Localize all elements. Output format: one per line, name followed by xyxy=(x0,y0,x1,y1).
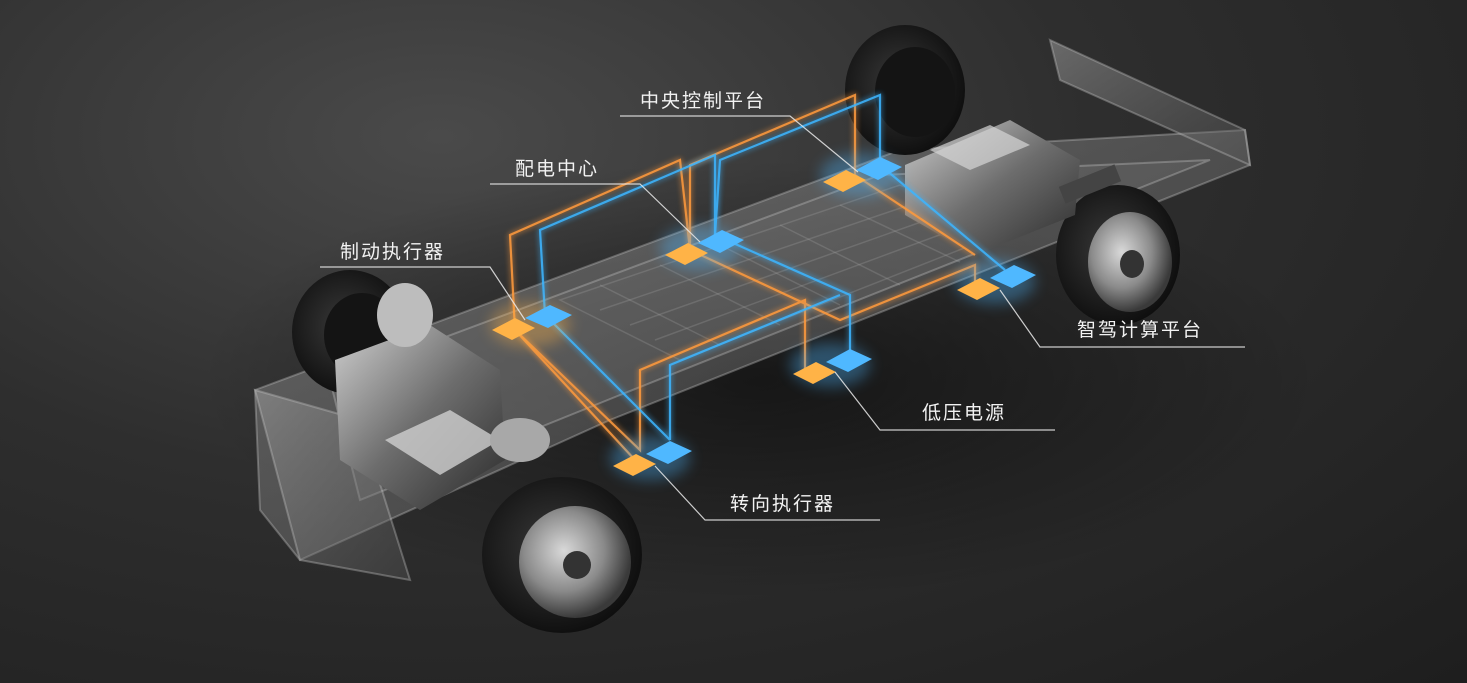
orange-wiring xyxy=(508,93,977,461)
rear-drive-unit xyxy=(905,120,1122,255)
rear-right-wheel xyxy=(1056,185,1180,325)
label-steering-actuator: 转向执行器 xyxy=(730,493,836,515)
label-low-voltage: 低压电源 xyxy=(922,402,1007,424)
rear-left-wheel xyxy=(845,25,965,155)
adas-compute-module xyxy=(955,260,1036,304)
label-power-distribution: 配电中心 xyxy=(515,158,600,180)
label-brake-actuator: 制动执行器 xyxy=(340,241,446,263)
label-adas-compute: 智驾计算平台 xyxy=(1077,319,1204,341)
blue-wiring xyxy=(538,93,1006,441)
power-distribution-module xyxy=(660,226,744,270)
brake-actuator-module xyxy=(490,303,572,347)
front-drive-unit xyxy=(335,283,550,510)
front-right-wheel xyxy=(482,477,642,633)
floor-shadow xyxy=(200,160,1320,600)
leader-lines xyxy=(320,115,1245,521)
steering-actuator-module xyxy=(610,436,692,480)
label-central-platform: 中央控制平台 xyxy=(640,90,767,112)
modules xyxy=(490,153,1036,480)
low-voltage-module xyxy=(790,343,872,387)
central-platform-module xyxy=(820,153,902,197)
